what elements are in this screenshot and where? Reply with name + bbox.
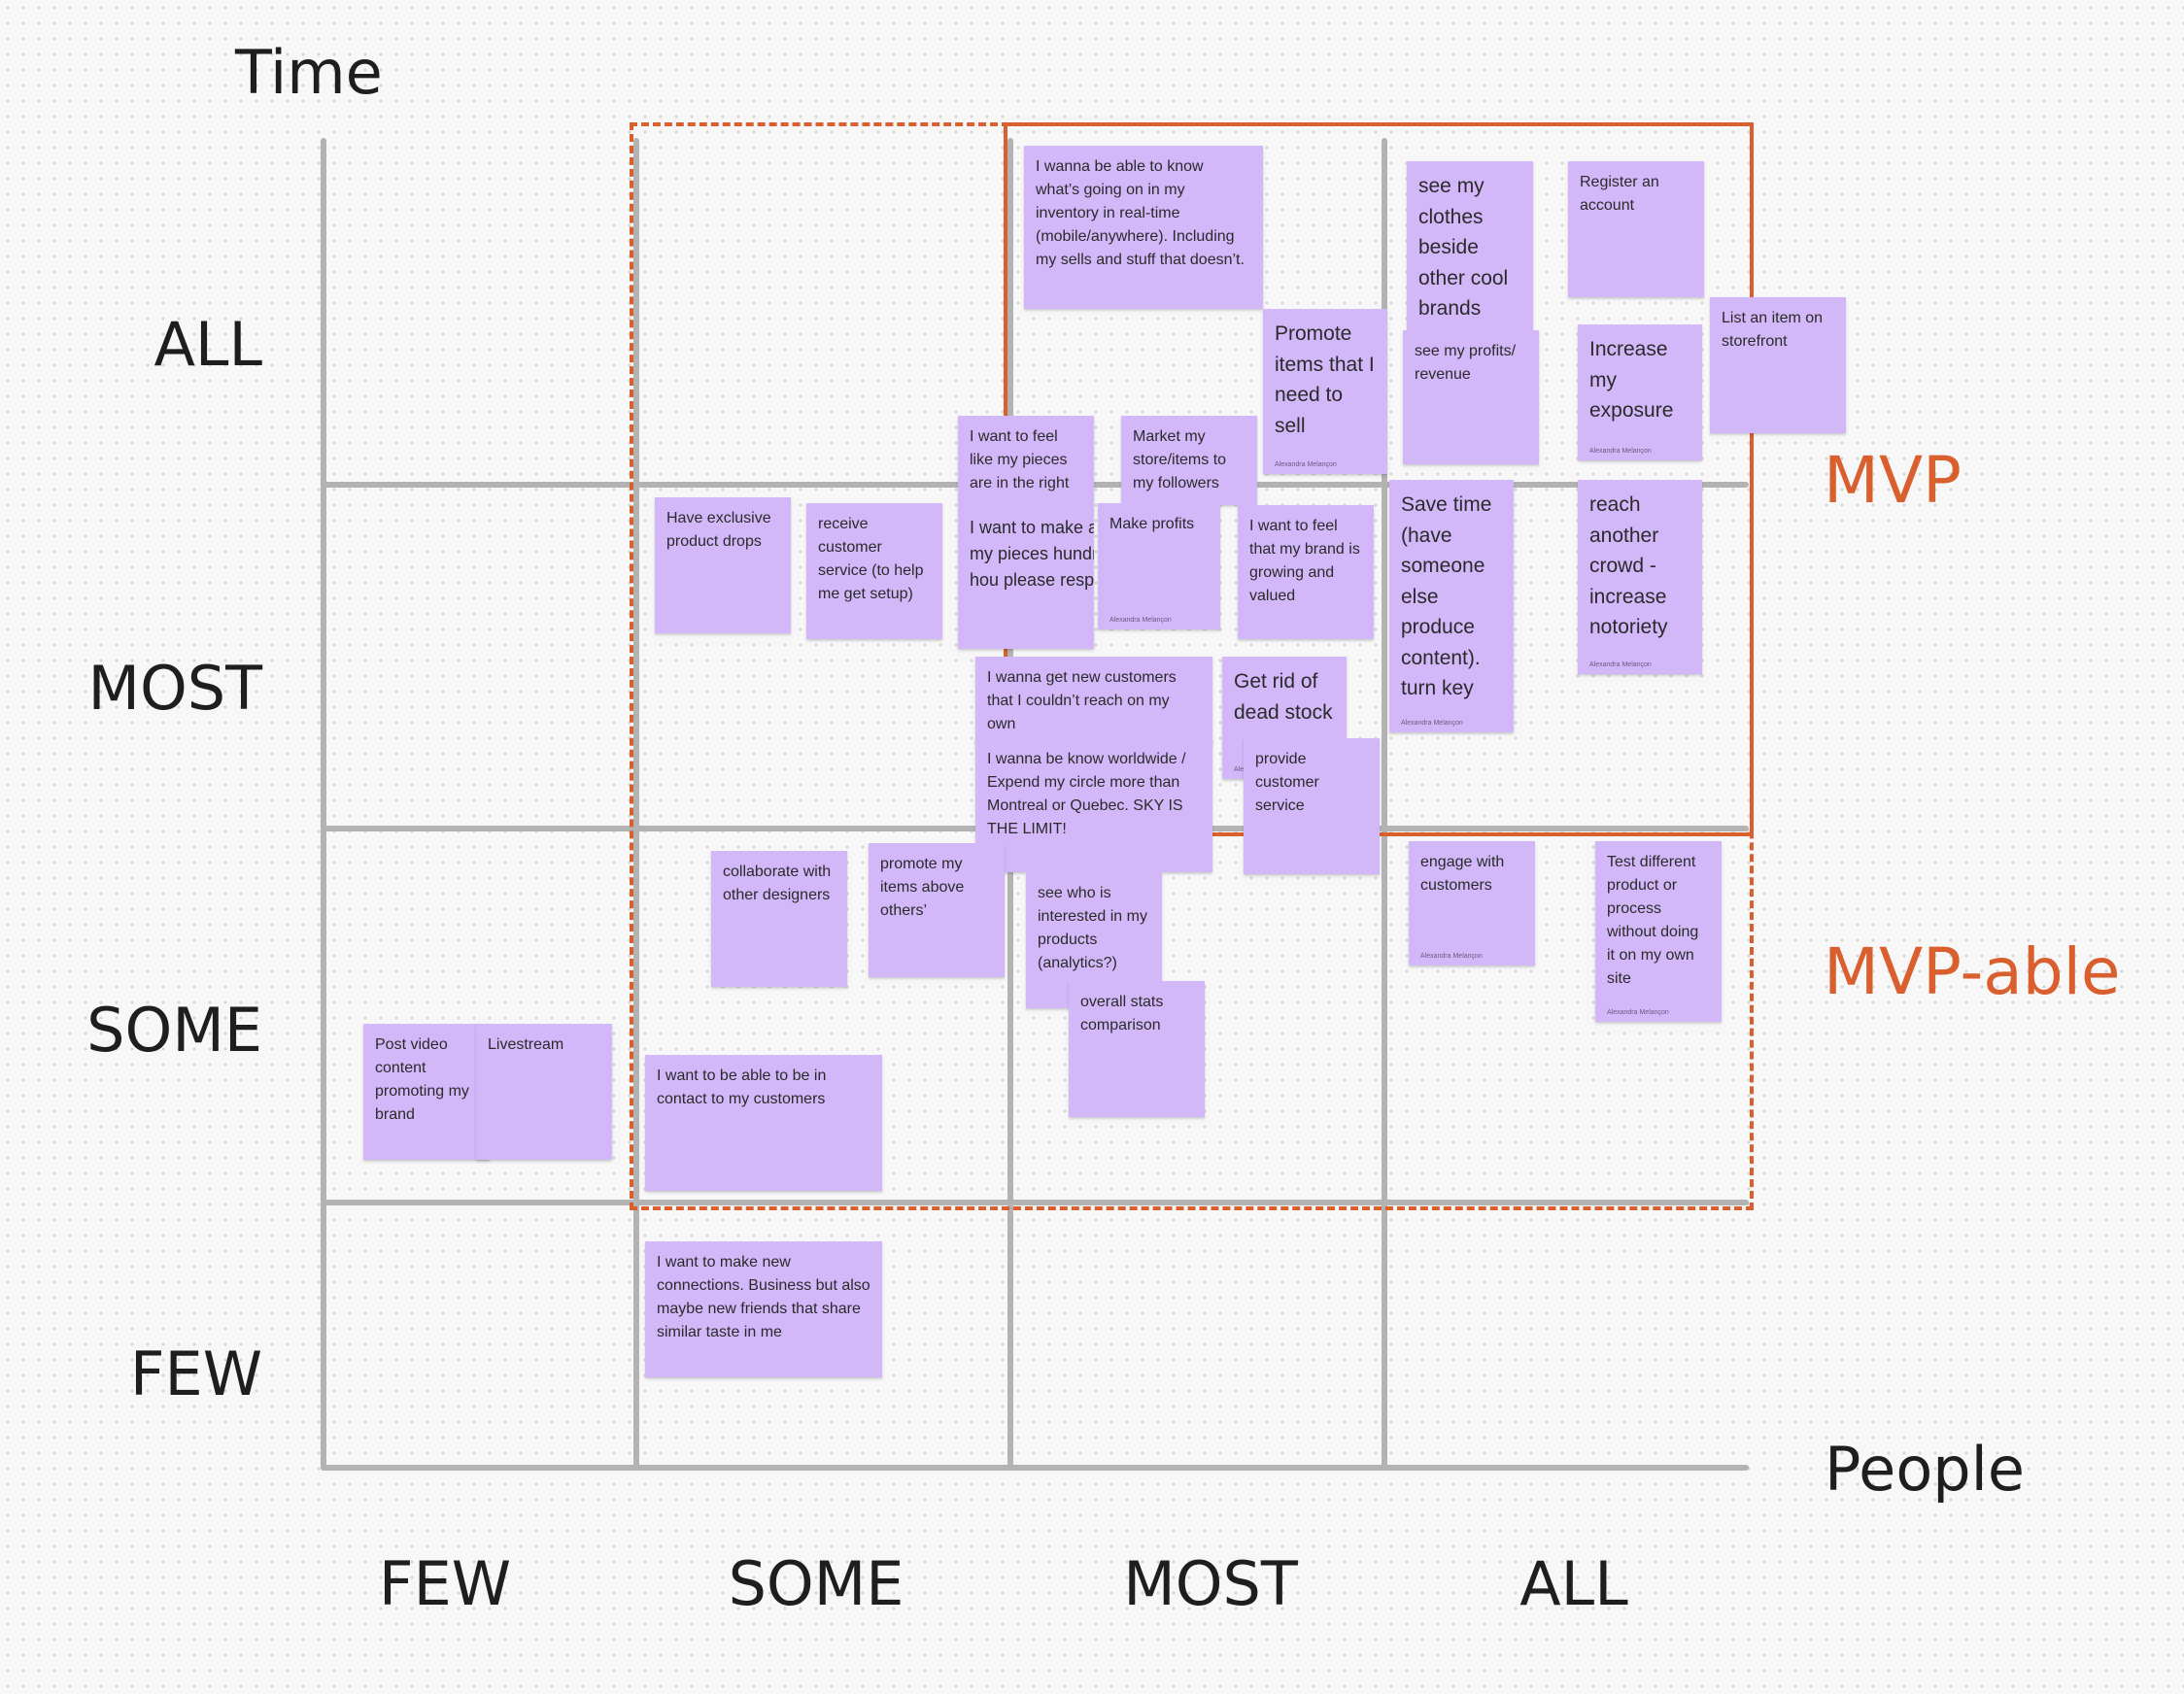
sticky-note[interactable]: engage with customers Alexandra Melançon — [1409, 841, 1535, 966]
note-text: I wanna be able to know what’s going on … — [1036, 158, 1245, 268]
note-text: Register an account — [1580, 174, 1659, 214]
note-text: Have exclusive product drops — [666, 510, 771, 550]
note-author: Alexandra Melançon — [1589, 448, 1652, 455]
note-text: Promote items that I need to sell — [1275, 322, 1375, 437]
note-text: reach another crowd - increase notoriety — [1589, 493, 1668, 638]
note-text: I want to make new connections. Business… — [657, 1254, 870, 1340]
sticky-note[interactable]: Increase my exposure Alexandra Melançon — [1578, 324, 1702, 460]
sticky-note[interactable]: collaborate with other designers — [711, 851, 847, 987]
x-level-few: FEW — [378, 1548, 512, 1619]
note-author: Alexandra Melançon — [1275, 461, 1337, 468]
sticky-note[interactable]: I want to be able to be in contact to my… — [645, 1055, 882, 1191]
x-axis-title: People — [1825, 1434, 2025, 1505]
note-text: Post video content promoting my brand — [375, 1036, 469, 1123]
x-level-most: MOST — [1123, 1548, 1298, 1619]
note-text: List an item on storefront — [1722, 310, 1824, 350]
note-text: Test different product or process withou… — [1607, 854, 1699, 987]
sticky-note[interactable]: Test different product or process withou… — [1595, 841, 1722, 1022]
sticky-note[interactable]: Have exclusive product drops — [655, 497, 791, 633]
note-text: I wanna get new customers that I couldn’… — [987, 669, 1177, 732]
sticky-note[interactable]: I want to make a out of my pieces hundre… — [958, 505, 1094, 649]
note-text: I wanna be know worldwide / Expend my ci… — [987, 751, 1186, 837]
sticky-note[interactable]: see my clothes beside other cool brands — [1407, 161, 1533, 334]
sticky-note[interactable]: promote my items above others’ — [869, 843, 1005, 977]
sticky-note[interactable]: I want to feel like my pieces are in the… — [958, 416, 1094, 505]
note-author: Alexandra Melançon — [1109, 617, 1172, 624]
sticky-note[interactable]: reach another crowd - increase notoriety… — [1578, 480, 1702, 674]
sticky-note[interactable]: Make profits Alexandra Melançon — [1098, 503, 1220, 629]
note-author: Alexandra Melançon — [1607, 1009, 1669, 1016]
note-text: I want to be able to be in contact to my… — [657, 1067, 827, 1107]
note-text: see my clothes beside other cool brands — [1418, 175, 1509, 320]
note-text: I want to feel like my pieces are in the… — [970, 428, 1070, 491]
note-text: engage with customers — [1420, 854, 1505, 894]
note-text: I want to feel that my brand is growing … — [1249, 518, 1360, 604]
sticky-note[interactable]: receive customer service (to help me get… — [806, 503, 942, 639]
sticky-note[interactable]: Register an account — [1568, 161, 1704, 297]
sticky-note[interactable]: Post video content promoting my brand — [363, 1024, 490, 1160]
sticky-note[interactable]: overall stats comparison — [1069, 981, 1205, 1117]
y-axis-title: Time — [235, 37, 383, 108]
note-text: Make profits — [1109, 516, 1195, 532]
sticky-note[interactable]: I want to feel that my brand is growing … — [1238, 505, 1374, 639]
note-text: see who is interested in my products (an… — [1038, 885, 1147, 971]
note-text: promote my items above others’ — [880, 856, 965, 919]
note-author: Alexandra Melançon — [1589, 661, 1652, 668]
note-text: see my profits/ revenue — [1415, 343, 1517, 383]
note-text: provide customer service — [1255, 751, 1319, 814]
note-text: Market my store/items to my followers — [1133, 428, 1227, 491]
y-level-some: SOME — [86, 995, 262, 1066]
note-text: overall stats comparison — [1080, 994, 1164, 1033]
sticky-note[interactable]: Save time (have someone else produce con… — [1389, 480, 1514, 732]
grid-row-line-3 — [321, 1200, 1749, 1205]
sticky-note[interactable]: I wanna get new customers that I couldn’… — [975, 657, 1212, 744]
note-author: Alexandra Melançon — [1420, 953, 1483, 960]
grid-col-line-3 — [1382, 138, 1387, 1471]
sticky-note[interactable]: provide customer service — [1244, 738, 1380, 874]
x-level-all: ALL — [1519, 1548, 1628, 1619]
sticky-note[interactable]: Promote items that I need to sell Alexan… — [1263, 309, 1387, 474]
note-text: Save time (have someone else produce con… — [1401, 493, 1492, 699]
sticky-note[interactable]: List an item on storefront — [1710, 297, 1846, 433]
sticky-note[interactable]: Livestream — [476, 1024, 612, 1160]
mvp-able-zone-label: MVP-able — [1824, 934, 2121, 1009]
y-level-few: FEW — [129, 1338, 262, 1409]
note-author: Alexandra Melançon — [1401, 720, 1463, 727]
note-text: Livestream — [488, 1036, 564, 1053]
note-text: Get rid of dead stock — [1234, 670, 1333, 724]
grid-col-line-1 — [633, 138, 639, 1471]
grid-axis-left — [321, 138, 326, 1471]
note-text: collaborate with other designers — [723, 864, 832, 903]
note-author: Ale — [1234, 766, 1245, 773]
note-text: receive customer service (to help me get… — [818, 516, 924, 602]
note-text: Increase my exposure — [1589, 338, 1674, 422]
y-level-all: ALL — [154, 309, 263, 380]
sticky-note[interactable]: I want to make new connections. Business… — [645, 1241, 882, 1377]
mvp-zone-label: MVP — [1824, 443, 1962, 518]
sticky-note[interactable]: Market my store/items to my followers — [1121, 416, 1257, 505]
x-level-some: SOME — [728, 1548, 904, 1619]
sticky-note[interactable]: see my profits/ revenue — [1403, 330, 1539, 464]
sticky-note[interactable]: I wanna be know worldwide / Expend my ci… — [975, 738, 1212, 872]
y-level-most: MOST — [87, 653, 262, 724]
note-text: I want to make a out of my pieces hundre… — [970, 518, 1094, 590]
grid-axis-bottom — [321, 1465, 1749, 1471]
sticky-note[interactable]: I wanna be able to know what’s going on … — [1024, 146, 1263, 309]
